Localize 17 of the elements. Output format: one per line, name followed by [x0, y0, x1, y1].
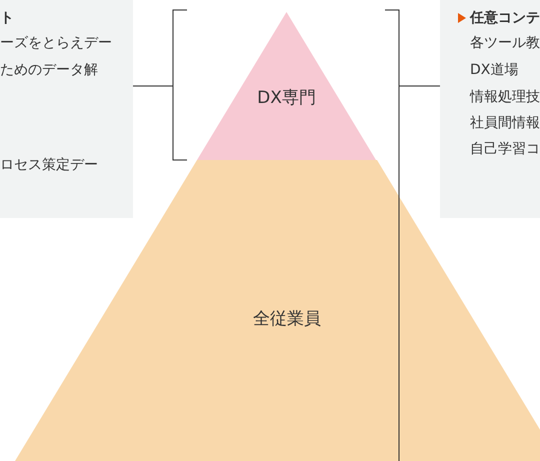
triangle-shape	[197, 12, 376, 160]
text-panel	[0, 0, 133, 218]
list-item: ロセス策定デー	[0, 157, 98, 173]
bracket-connector	[384, 10, 440, 461]
level-label: DX専門	[256, 88, 317, 108]
bracket-connector	[132, 10, 188, 160]
list-item: ためのデータ解	[0, 62, 98, 78]
list-item: 自己学習コ	[470, 141, 540, 157]
list-item: 各ツール教	[470, 35, 540, 51]
list-item: DX道場	[470, 62, 518, 78]
heading: 任意コンテ	[470, 10, 540, 26]
heading: ト	[0, 10, 14, 26]
list-item: 社員間情報	[470, 115, 540, 131]
level-label: 全従業員	[252, 309, 322, 329]
list-item: 情報処理技	[470, 89, 540, 105]
list-item: ーズをとらえデー	[0, 35, 112, 51]
text-panel	[440, 0, 540, 218]
